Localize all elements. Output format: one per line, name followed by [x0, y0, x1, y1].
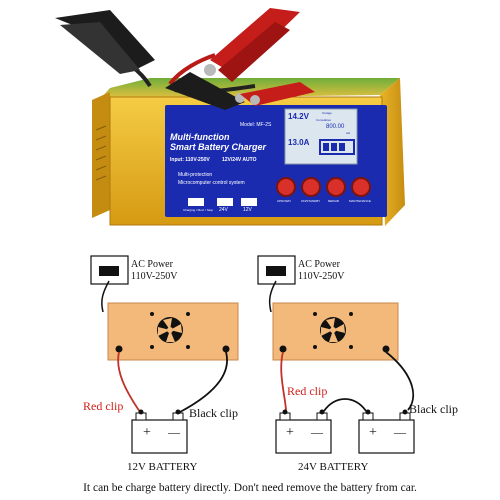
black-clamp-large [55, 10, 155, 74]
vent-slots [95, 125, 107, 181]
diagram-24v [257, 255, 415, 454]
button-standby[interactable] [301, 177, 321, 197]
lcd-current: 13.0A [288, 138, 310, 147]
ac-plug-icon [99, 266, 119, 276]
button-updown[interactable] [276, 177, 296, 197]
feature-1: Multi-protection [178, 172, 213, 178]
battery-plus-24v-b: + [369, 425, 377, 440]
product-title-line2: Smart Battery Charger [170, 142, 267, 152]
mode-indicator-24v [217, 198, 233, 206]
battery-plus-24v-a: + [286, 425, 294, 440]
diagram-12v [90, 255, 239, 454]
lcd-charge-label: Outage [322, 111, 332, 115]
caption: It can be charge battery directly. Don't… [83, 482, 417, 494]
lcd-cumulative-label: Cumulative [316, 118, 332, 122]
feature-2: Microcomputer control system [178, 180, 245, 186]
mode-indicator-charging [188, 198, 204, 206]
charger-icon-24v [272, 302, 399, 361]
ac-power-label-12v: AC Power [131, 259, 173, 270]
charger-illustration [55, 8, 405, 226]
ac-voltage-label-24v: 110V-250V [298, 271, 345, 282]
mode-label-12v: 12V [243, 207, 252, 213]
battery-label-12v: 12V BATTERY [127, 461, 198, 473]
ac-plug-icon-24v [266, 266, 286, 276]
button-label-repair: REPAIR [328, 199, 339, 203]
lcd-cumulative-value: 800.00 [326, 124, 345, 130]
mode-label-24v: 24V [219, 207, 228, 213]
red-cable [168, 53, 216, 86]
series-link-wire [323, 398, 367, 412]
ac-voltage-label-12v: 110V-250V [131, 271, 178, 282]
black-clip-label-24v: Black clip [409, 402, 458, 416]
lcd-voltage: 14.2V [288, 112, 309, 121]
battery-label-24v: 24V BATTERY [298, 461, 369, 473]
red-clamp-large [204, 8, 300, 82]
battery-minus-12v: — [168, 425, 180, 439]
mode-indicator-12v [241, 198, 257, 206]
button-maintenance[interactable] [351, 177, 371, 197]
battery-minus-24v-b: — [394, 425, 406, 439]
output-spec: 12V/24V AUTO [222, 157, 257, 163]
charger-left-side [92, 92, 110, 218]
battery-plus-12v: + [143, 425, 151, 440]
button-repair[interactable] [326, 177, 346, 197]
input-spec: Input: 110V-250V [170, 157, 210, 163]
fan-icon-24v [320, 317, 346, 343]
charger-icon-12v [107, 302, 239, 361]
red-wire-24v [280, 351, 287, 411]
button-label-standby: ON/STANDBY [301, 199, 321, 203]
black-clip-label-12v: Black clip [189, 406, 238, 420]
button-label-updown: UPDOWN [277, 199, 291, 203]
ac-power-label-24v: AC Power [298, 259, 340, 270]
fan-icon-12v [157, 317, 183, 343]
button-label-maintenance: MAINTENANCE [349, 199, 371, 203]
red-clip-label-24v: Red clip [287, 384, 328, 398]
mode-label-charging: Charging / Mod. / Stop [183, 208, 214, 212]
red-clamp-small [240, 82, 315, 106]
lcd-unit: AH [346, 131, 351, 135]
product-title-line1: Multi-function [170, 132, 230, 142]
lcd-battery-outline [319, 139, 355, 155]
battery-minus-24v-a: — [311, 425, 323, 439]
model-label: Model: MF-2S [240, 122, 272, 128]
black-wire-12v [179, 351, 228, 413]
ac-socket-24v [257, 255, 296, 285]
ac-socket-12v [90, 255, 129, 285]
control-buttons [276, 177, 371, 197]
red-clip-label-12v: Red clip [83, 399, 124, 413]
